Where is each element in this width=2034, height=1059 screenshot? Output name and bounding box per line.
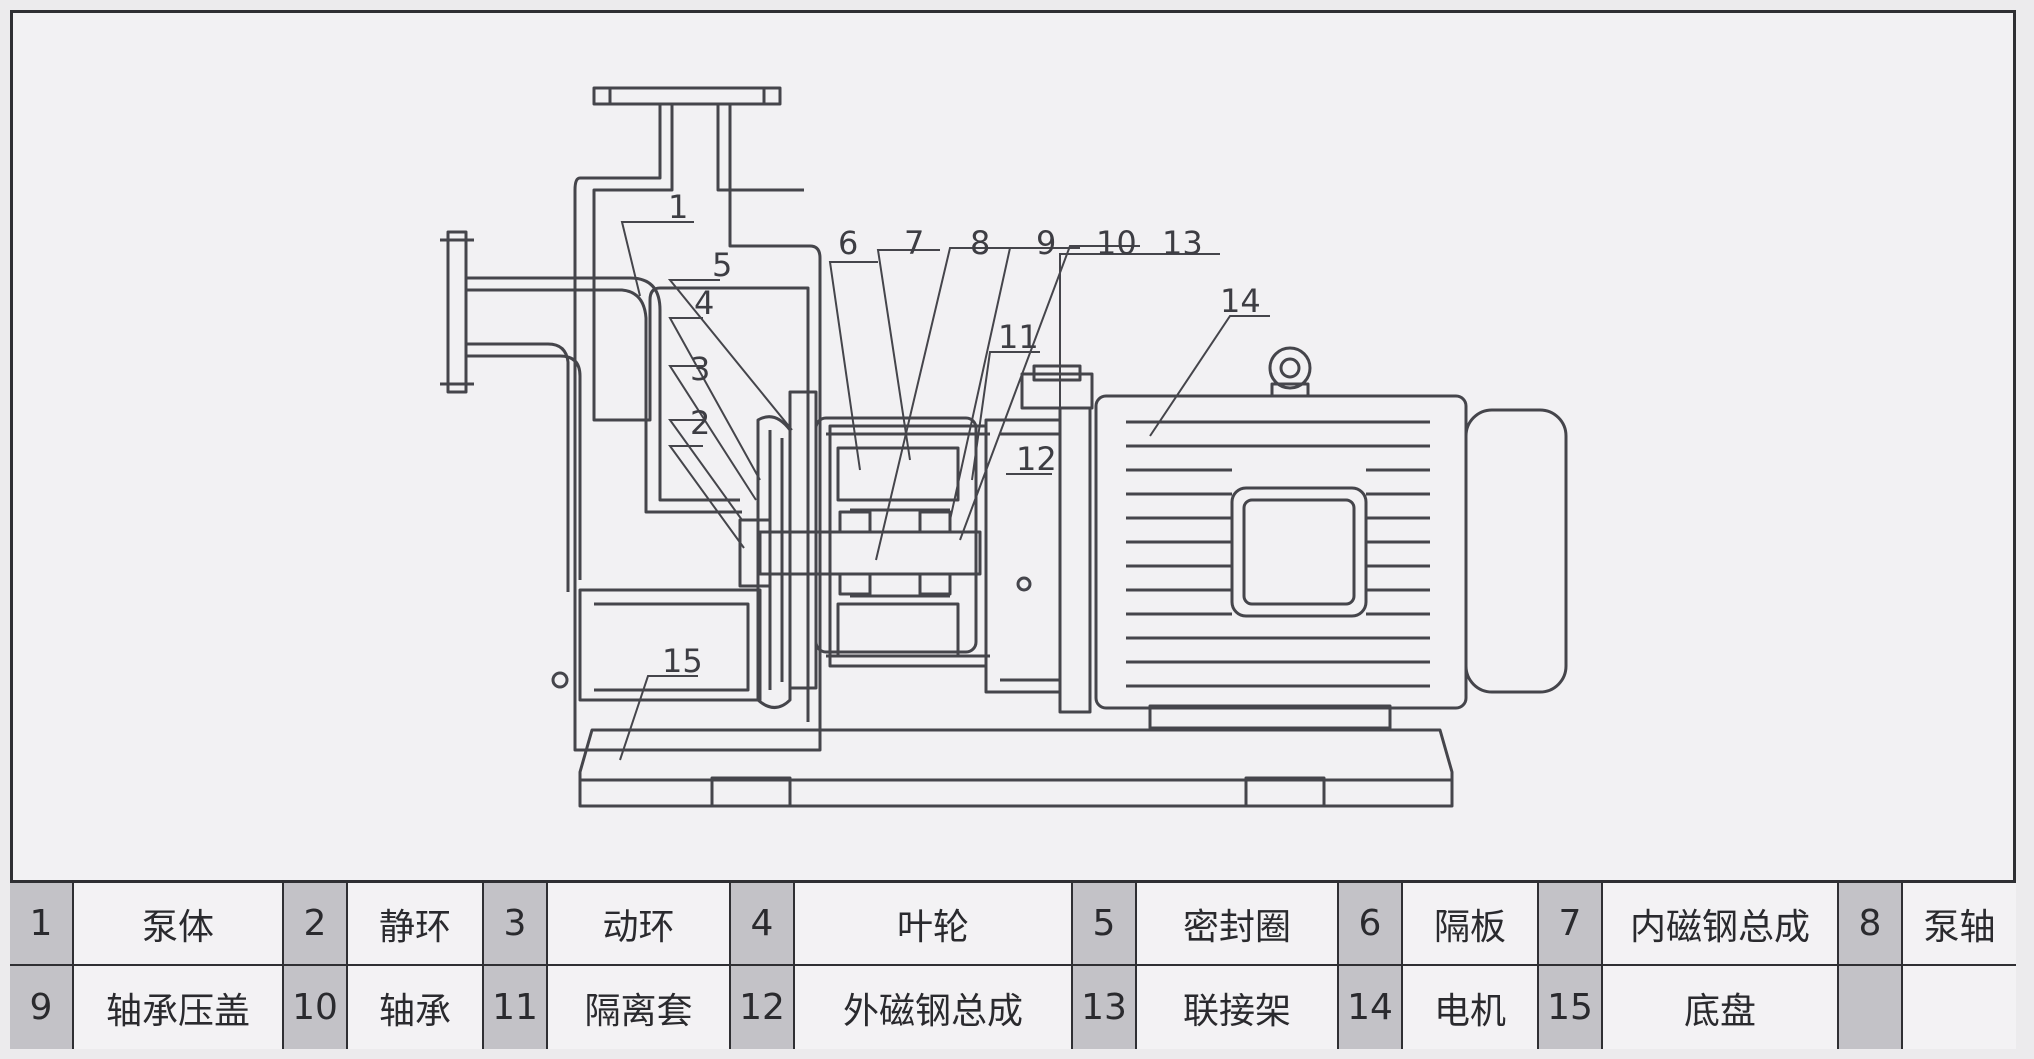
pump-drawing: 1 5 4 3 2 6 7 8 9 10 13 11 12 14 15 (440, 86, 1568, 808)
inner-magnet (836, 446, 960, 502)
inlet-flange (446, 230, 468, 394)
callout-11: 11 (998, 318, 1039, 356)
outlet-pipe (573, 104, 822, 752)
legend-num: 14 (1339, 966, 1403, 1049)
isolation-sleeve (814, 416, 978, 654)
legend-name: 轴承压盖 (74, 966, 284, 1049)
legend-name: 静环 (348, 883, 484, 966)
legend-name (1903, 966, 2016, 1049)
base-plate (578, 728, 1454, 808)
legend-name: 内磁钢总成 (1603, 883, 1839, 966)
legend-name: 叶轮 (795, 883, 1073, 966)
legend-num: 5 (1073, 883, 1137, 966)
legend-name: 轴承 (348, 966, 484, 1049)
legend-num: 15 (1539, 966, 1603, 1049)
callout-1: 1 (668, 188, 688, 226)
legend-num: 8 (1839, 883, 1903, 966)
callout-12: 12 (1016, 440, 1057, 478)
lifting-eye (1268, 346, 1312, 390)
legend-num: 10 (284, 966, 348, 1049)
callout-10: 10 (1096, 224, 1137, 262)
partition-plate (788, 390, 818, 690)
legend-name: 隔离套 (548, 966, 731, 1049)
callout-14: 14 (1220, 282, 1261, 320)
callout-8: 8 (970, 224, 990, 262)
callout-15: 15 (662, 642, 703, 680)
diagram-frame (10, 10, 2016, 1046)
legend-num: 2 (284, 883, 348, 966)
legend-name: 泵体 (74, 883, 284, 966)
legend-name: 联接架 (1137, 966, 1339, 1049)
callout-9: 9 (1036, 224, 1056, 262)
callout-4: 4 (694, 284, 714, 322)
callout-6: 6 (838, 224, 858, 262)
inlet-pipe (466, 276, 740, 580)
legend-num: 6 (1339, 883, 1403, 966)
legend-name: 动环 (548, 883, 731, 966)
legend-num: 3 (484, 883, 548, 966)
outlet-flange (592, 86, 782, 106)
legend-name: 底盘 (1603, 966, 1839, 1049)
legend-num: 4 (731, 883, 795, 966)
callout-7: 7 (904, 224, 924, 262)
legend-name: 密封圈 (1137, 883, 1339, 966)
legend-num: 1 (10, 883, 74, 966)
callout-2: 2 (690, 404, 710, 442)
legend-name: 隔板 (1403, 883, 1539, 966)
legend-num: 7 (1539, 883, 1603, 966)
legend-name: 外磁钢总成 (795, 966, 1073, 1049)
legend-num: 11 (484, 966, 548, 1049)
legend-num (1839, 966, 1903, 1049)
callout-3: 3 (690, 350, 710, 388)
legend-name: 电机 (1403, 966, 1539, 1049)
motor-end-cap (1464, 408, 1568, 694)
callout-5: 5 (712, 246, 732, 284)
legend-num: 12 (731, 966, 795, 1049)
legend-num: 9 (10, 966, 74, 1049)
parts-legend-table: 1 泵体 2 静环 3 动环 4 叶轮 5 密封圈 6 隔板 7 内磁钢总成 8… (10, 880, 2016, 1049)
impeller (756, 415, 792, 709)
pump-shaft (758, 530, 982, 576)
junction-box (1230, 486, 1368, 618)
motor-fins (1126, 420, 1430, 688)
callout-13: 13 (1162, 224, 1203, 262)
legend-name: 泵轴 (1903, 883, 2016, 966)
legend-num: 13 (1073, 966, 1137, 1049)
